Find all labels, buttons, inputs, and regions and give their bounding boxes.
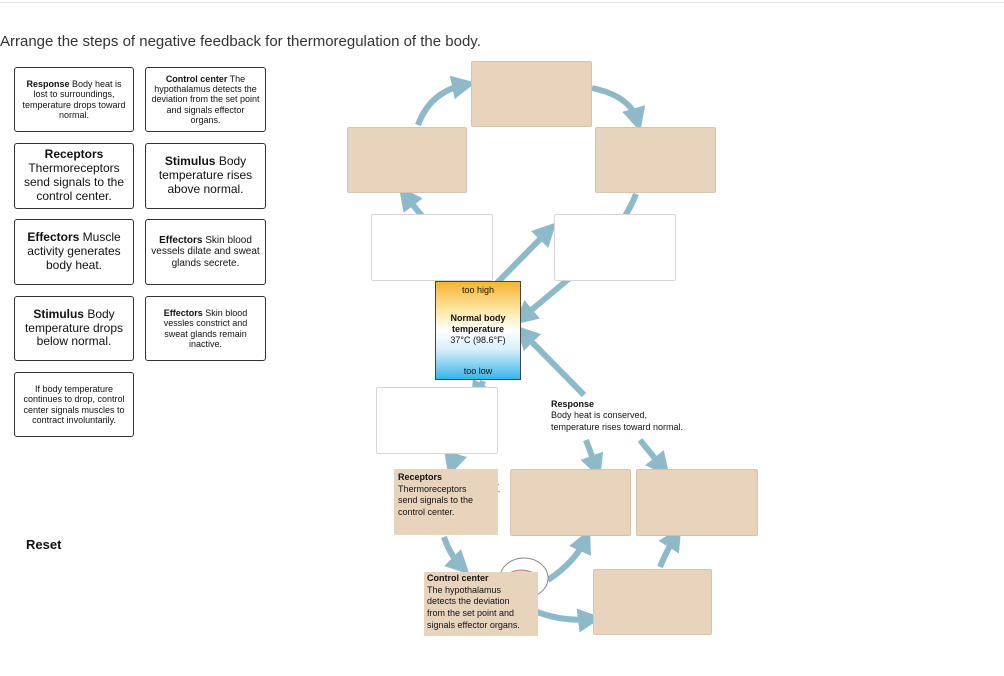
card-effectors-constrict[interactable]: Effectors Skin blood vessles constrict a… [145, 296, 266, 361]
card-text: Receptors Thermoreceptors send signals t… [23, 147, 125, 203]
card-text: Effectors Skin blood vessels dilate and … [151, 234, 260, 269]
control-center-fixed-label: Control center The hypothalamus detects … [424, 572, 538, 636]
arrow-thermo-up-right [491, 222, 557, 289]
arrow-control-up [546, 529, 591, 583]
arrow-response-down-left [580, 438, 604, 479]
drop-slot-upper-right[interactable] [595, 127, 716, 193]
too-low-label: too low [463, 366, 493, 376]
arrow-cross-up-left [515, 325, 587, 398]
card-text: Effectors Skin blood vessles constrict a… [163, 307, 248, 349]
reset-button[interactable]: Reset [26, 537, 62, 552]
arrow-response-down-right [637, 438, 670, 477]
card-stimulus-drops[interactable]: Stimulus Body temperature drops below no… [14, 296, 134, 361]
arrow-upper-left [415, 75, 476, 127]
arrow-upper-right [591, 85, 646, 132]
response-fixed-label: Response Body heat is conserved, tempera… [551, 399, 684, 432]
card-response-heat-lost[interactable]: Response Body heat is lost to surroundin… [14, 67, 134, 132]
question-text: Arrange the steps of negative feedback f… [0, 33, 481, 50]
drop-slot-effector[interactable] [593, 569, 712, 635]
too-high-label: too high [461, 285, 495, 295]
card-stimulus-rises[interactable]: Stimulus Body temperature rises above no… [145, 143, 266, 209]
arrow-to-control [441, 536, 470, 575]
card-effectors-dilate[interactable]: Effectors Skin blood vessels dilate and … [145, 219, 266, 285]
card-text: Stimulus Body temperature rises above no… [158, 154, 253, 196]
arrow-effector-up [657, 526, 682, 569]
normal-temperature-label: Normal body temperature 37°C (98.6°F) [450, 313, 506, 345]
card-control-center[interactable]: Control center The hypothalamus detects … [145, 67, 266, 132]
drop-slot-bottom-center[interactable] [510, 469, 631, 536]
drop-slot-mid-left[interactable] [371, 214, 493, 281]
top-divider [0, 2, 1004, 3]
drop-slot-upper-left[interactable] [347, 127, 467, 193]
drop-slot-mid-right[interactable] [554, 214, 676, 281]
card-text: Stimulus Body temperature drops below no… [24, 306, 124, 349]
card-effectors-muscle[interactable]: Effectors Muscle activity generates body… [14, 219, 134, 285]
card-text: Control center The hypothalamus detects … [151, 73, 260, 126]
card-shivering[interactable]: If body temperature continues to drop, c… [14, 372, 134, 437]
normal-temperature-indicator: too high Normal body temperature 37°C (9… [435, 281, 521, 380]
arrow-control-to-effector [535, 608, 602, 633]
drop-slot-top[interactable] [471, 61, 592, 127]
card-text: Response Body heat is lost to surroundin… [22, 78, 126, 120]
drop-slot-bottom-right[interactable] [636, 469, 758, 536]
drop-slot-lower-left[interactable] [376, 387, 498, 454]
card-text: Effectors Muscle activity generates body… [27, 230, 121, 272]
receptors-fixed-label: Receptors Thermoreceptors send signals t… [394, 469, 498, 535]
card-receptors[interactable]: Receptors Thermoreceptors send signals t… [14, 143, 134, 209]
card-text: If body temperature continues to drop, c… [23, 383, 125, 425]
